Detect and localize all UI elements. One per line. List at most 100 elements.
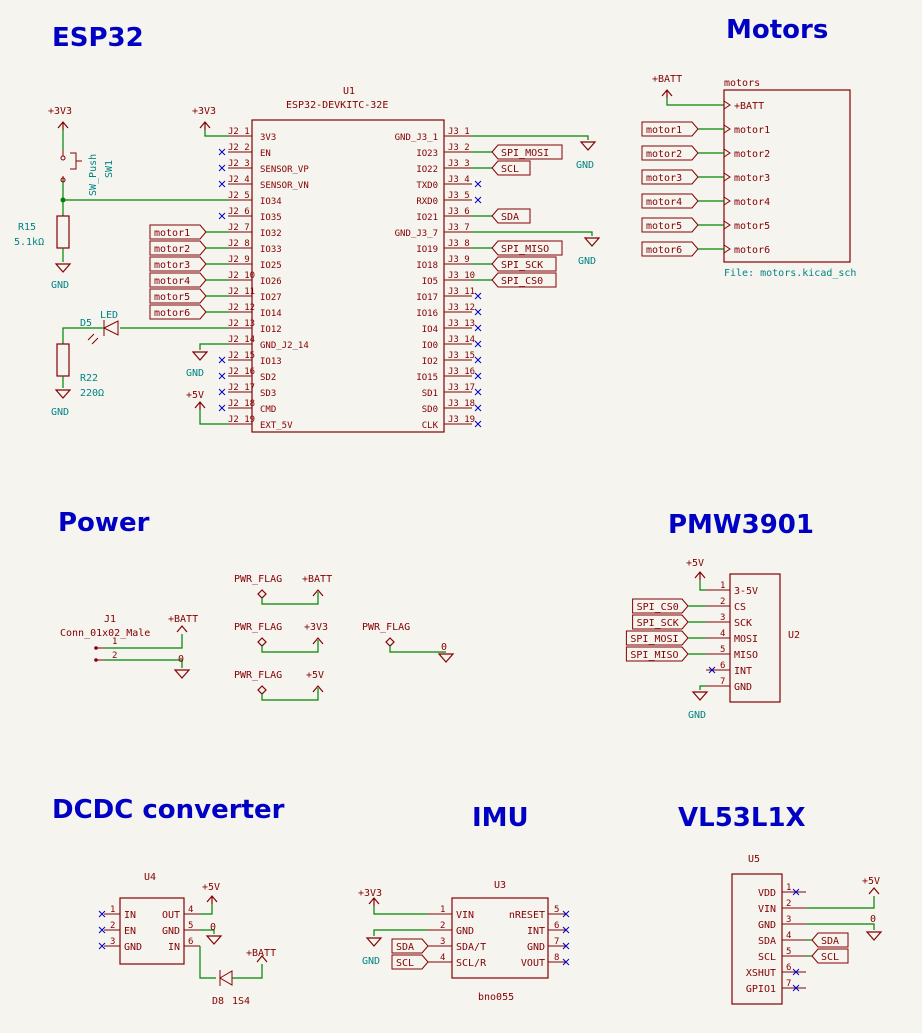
no-connect-mark xyxy=(792,888,800,896)
pin-name: EN xyxy=(260,149,271,159)
esp32-module: U1 ESP32-DEVKITC-32E J2_13V3J2_2ENJ2_3SE… xyxy=(218,86,482,433)
pin-name: SDA xyxy=(758,936,776,947)
power-label: +5V xyxy=(202,882,220,893)
motors-sheet: motors File: motors.kicad_sch +BATT +BAT… xyxy=(641,74,856,279)
sheet-pin-motor2: motor2 xyxy=(734,149,770,160)
gnd-label: GND xyxy=(186,368,204,379)
net-label-spi_sck-box xyxy=(632,614,689,630)
gnd-label: GND xyxy=(688,710,706,721)
imu-value: bno055 xyxy=(478,992,514,1003)
pin-name: SD2 xyxy=(260,373,276,383)
pin-number: J2_7 xyxy=(228,223,250,233)
pin-number: J2_13 xyxy=(228,319,255,329)
net-label-motor4: motor4 xyxy=(154,276,190,287)
pin-name: IO18 xyxy=(416,261,438,271)
pin-name: XSHUT xyxy=(746,968,776,979)
pin-number: J3_10 xyxy=(448,271,475,281)
net-label-motor5-box xyxy=(641,217,699,233)
no-connect-mark xyxy=(218,180,226,188)
net-label-spi_sck: SPI_SCK xyxy=(501,260,543,271)
net-label-motor1-box xyxy=(641,121,699,137)
pin-name: GND xyxy=(758,920,776,931)
pin-number: 3 xyxy=(720,613,725,623)
pin-name: GND xyxy=(124,942,142,953)
pin-number: J3_13 xyxy=(448,319,475,329)
pin-name: IO2 xyxy=(422,357,438,367)
esp32-right-pins: J3_1GND_J3_1J3_2IO23J3_3IO22J3_4TXD0J3_5… xyxy=(395,127,482,431)
esp32-5v-power: +5V xyxy=(186,390,228,425)
net-label-motor4-box xyxy=(641,193,699,209)
sheet-file: File: motors.kicad_sch xyxy=(724,268,856,279)
no-connect-mark xyxy=(562,942,570,950)
vl-ref: U5 xyxy=(748,854,760,865)
pin-name: VOUT xyxy=(521,958,545,969)
pin-name: CLK xyxy=(422,421,439,431)
pin-number: J2_19 xyxy=(228,415,255,425)
pin-number: J3_4 xyxy=(448,175,470,185)
header-pmw3901: PMW3901 xyxy=(668,510,814,540)
no-connect-mark xyxy=(98,942,106,950)
power-label: 0 xyxy=(870,914,876,925)
pin-number: 1 xyxy=(720,581,725,591)
sheet-pin-motor6: motor6 xyxy=(734,245,770,256)
pin-number: J2_3 xyxy=(228,159,250,169)
pwr-flag-label: PWR_FLAG xyxy=(234,574,282,585)
sheet-pin xyxy=(723,124,731,134)
net-label-motor4-box xyxy=(149,272,207,288)
gnd-label: GND xyxy=(362,956,380,967)
no-connect-mark xyxy=(218,404,226,412)
pin-number: 7 xyxy=(554,937,559,947)
pin-name: GND xyxy=(527,942,545,953)
no-connect-mark xyxy=(792,984,800,992)
pin-number: J3_16 xyxy=(448,367,475,377)
pin-name: SCK xyxy=(734,618,752,629)
j1-ref: J1 xyxy=(104,614,116,625)
pin-number: J2_10 xyxy=(228,271,255,281)
net-label-spi_cs0: SPI_CS0 xyxy=(501,276,543,287)
net-label-scl-box xyxy=(391,954,429,970)
pin-number: J2_4 xyxy=(228,175,250,185)
net-label-motor3: motor3 xyxy=(646,173,682,184)
no-connect-mark xyxy=(98,910,106,918)
header-dcdc: DCDC converter xyxy=(52,795,285,825)
gnd-label: GND xyxy=(51,407,69,418)
pin-name: IO26 xyxy=(260,277,282,287)
net-label-motor2: motor2 xyxy=(154,244,190,255)
no-connect-mark xyxy=(218,148,226,156)
pin-number: J2_18 xyxy=(228,399,255,409)
no-connect-mark xyxy=(562,958,570,966)
pwr-flag-net: 0 xyxy=(441,642,447,653)
pin-name: IO17 xyxy=(416,293,438,303)
no-connect-mark xyxy=(218,212,226,220)
net-label-sda: SDA xyxy=(821,936,839,947)
power-label: +BATT xyxy=(652,74,682,85)
net-label-spi_miso-box xyxy=(491,240,563,256)
pin-number: 2 xyxy=(786,899,791,909)
esp32-left-pins: J2_13V3J2_2ENJ2_3SENSOR_VPJ2_4SENSOR_VNJ… xyxy=(218,127,309,431)
pin-number: 8 xyxy=(554,953,559,963)
pin-name: SDA/T xyxy=(456,942,486,953)
pin-number: 4 xyxy=(786,931,791,941)
pin-number: 6 xyxy=(786,963,791,973)
no-connect-mark xyxy=(218,164,226,172)
pin-number: 6 xyxy=(720,661,725,671)
esp32-right-wiring: GND GND xyxy=(472,135,601,281)
no-connect-mark xyxy=(474,356,482,364)
power-section: J1 Conn_01x02_Male 1 2 +BATT 0 PWR_FLAG … xyxy=(60,574,455,701)
net-label-motor5: motor5 xyxy=(646,221,682,232)
diode-value: 1S4 xyxy=(232,996,250,1007)
pin-number: 5 xyxy=(786,947,791,957)
net-label-motor6-box xyxy=(149,304,207,320)
pin-number: J2_9 xyxy=(228,255,250,265)
pin-number: J3_7 xyxy=(448,223,470,233)
no-connect-mark xyxy=(474,340,482,348)
pin-number: 5 xyxy=(188,921,193,931)
no-connect-mark xyxy=(474,292,482,300)
imu-ref: U3 xyxy=(494,880,506,891)
no-connect-mark xyxy=(218,372,226,380)
no-connect-mark xyxy=(474,372,482,380)
esp32-value: ESP32-DEVKITC-32E xyxy=(286,100,388,111)
net-label-motor1-box xyxy=(149,224,207,240)
pin-name: CS xyxy=(734,602,746,613)
